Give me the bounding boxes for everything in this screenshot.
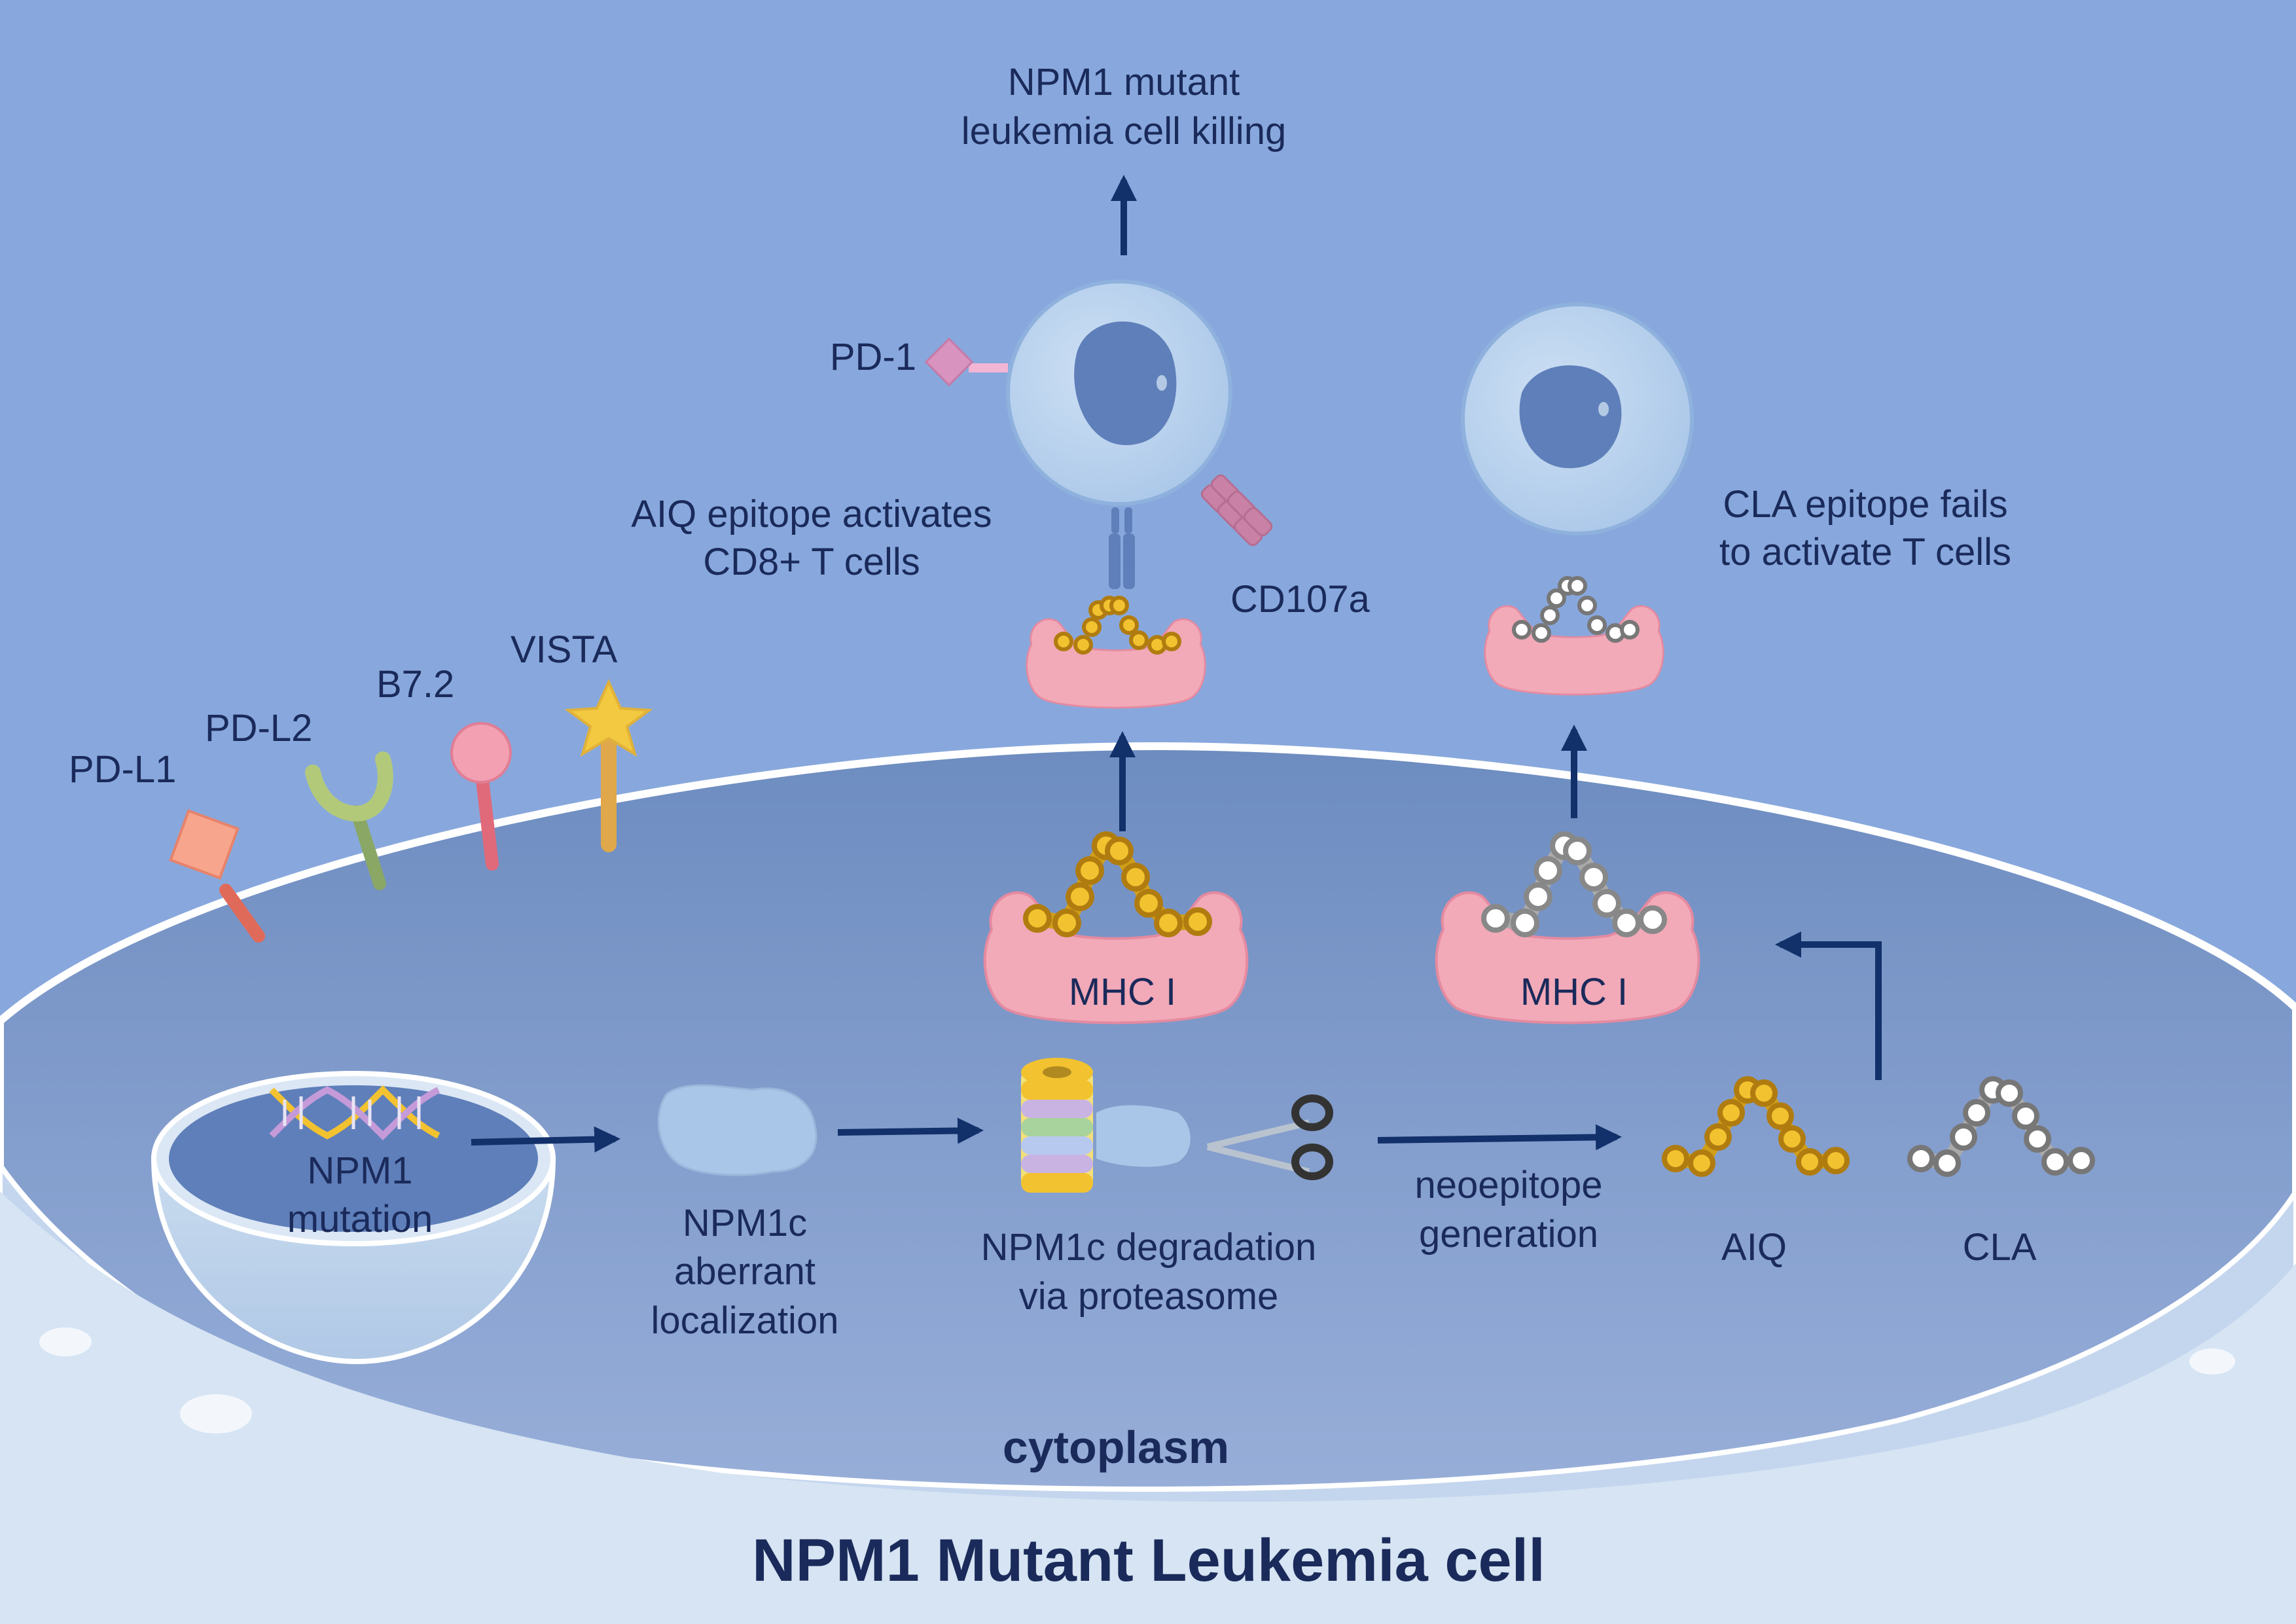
- b72-label: B7.2: [376, 663, 454, 706]
- nucleus-bowl: [151, 1071, 556, 1365]
- ligand-b72: [450, 722, 512, 871]
- arrow-npm1c-to-proteasome: [837, 1117, 984, 1144]
- pdl2-label: PD-L2: [205, 707, 312, 749]
- mhc-small-left: [1026, 596, 1206, 709]
- aiq-activates-line2: CD8+ T cells: [703, 541, 920, 583]
- membrane-highlight: [39, 1327, 92, 1356]
- membrane-highlight: [2189, 1348, 2235, 1375]
- arrow-to-neoepitope: [1377, 1124, 1622, 1151]
- ligand-pdl2: [305, 751, 393, 890]
- pd1-label: PD-1: [830, 336, 916, 378]
- t-cell-inactive: [1461, 302, 1694, 535]
- cd107a-marker: [1200, 474, 1273, 547]
- arrow-cla-to-mhc: [1775, 931, 1882, 1080]
- pdl1-label: PD-L1: [69, 748, 176, 791]
- mhc-right-label: MHC I: [1520, 971, 1628, 1013]
- npm1c-line3: localization: [651, 1299, 839, 1342]
- npm1c-protein-icon: [657, 1084, 817, 1176]
- pd1-receptor: [924, 337, 1008, 387]
- ligand-vista: [564, 679, 653, 852]
- cla-fails-line2: to activate T cells: [1719, 531, 2011, 573]
- cla-peptide-bound: [1481, 831, 1667, 937]
- mhc-left: [983, 831, 1249, 1024]
- tcr-receptor: [1109, 507, 1135, 589]
- mhc-small-right: [1484, 576, 1664, 696]
- cla-label: CLA: [1963, 1226, 2037, 1269]
- labels: NPM1 mutant leukemia cell killing PD-1 A…: [69, 61, 2037, 1594]
- diagram-title: NPM1 Mutant Leukemia cell: [752, 1527, 1545, 1594]
- aiq-peptide: [1662, 1076, 1850, 1177]
- leukemia-cell: [0, 742, 2296, 1624]
- t-cell-activated: [924, 280, 1273, 589]
- membrane-highlight: [180, 1394, 252, 1434]
- neoepitope-line1: neoepitope: [1414, 1164, 1602, 1206]
- proteasome-icon: [1021, 1058, 1191, 1193]
- cd107a-label: CD107a: [1230, 578, 1371, 621]
- cla-peptide: [1907, 1076, 2095, 1177]
- aiq-label: AIQ: [1721, 1226, 1787, 1269]
- cytoplasm-label: cytoplasm: [1003, 1422, 1229, 1473]
- vista-label: VISTA: [511, 628, 618, 671]
- npm1c-line1: NPM1c: [683, 1202, 807, 1244]
- scissors-icon: [1206, 1094, 1333, 1180]
- degradation-line1: NPM1c degradation: [981, 1226, 1317, 1269]
- degradation-line2: via proteasome: [1019, 1275, 1279, 1318]
- npm1c-line2: aberrant: [674, 1250, 816, 1293]
- npm1-mutation-line1: NPM1: [307, 1149, 412, 1192]
- npm1-mutation-line2: mutation: [287, 1198, 433, 1240]
- aiq-activates-line1: AIQ epitope activates: [631, 493, 992, 535]
- killing-label-line2: leukemia cell killing: [961, 110, 1286, 153]
- dna-helix-icon: [269, 1085, 440, 1141]
- neoepitope-line2: generation: [1419, 1213, 1598, 1255]
- mhc-left-label: MHC I: [1069, 971, 1176, 1013]
- arrow-mutation-to-npm1c: [471, 1126, 620, 1153]
- cla-fails-line1: CLA epitope fails: [1723, 483, 2007, 526]
- mhc-right: [1435, 831, 1700, 1024]
- aiq-peptide-bound: [1023, 831, 1212, 937]
- killing-label-line1: NPM1 mutant: [1008, 61, 1240, 103]
- ligand-pdl1: [169, 809, 265, 943]
- process-arrows: [471, 175, 1882, 1153]
